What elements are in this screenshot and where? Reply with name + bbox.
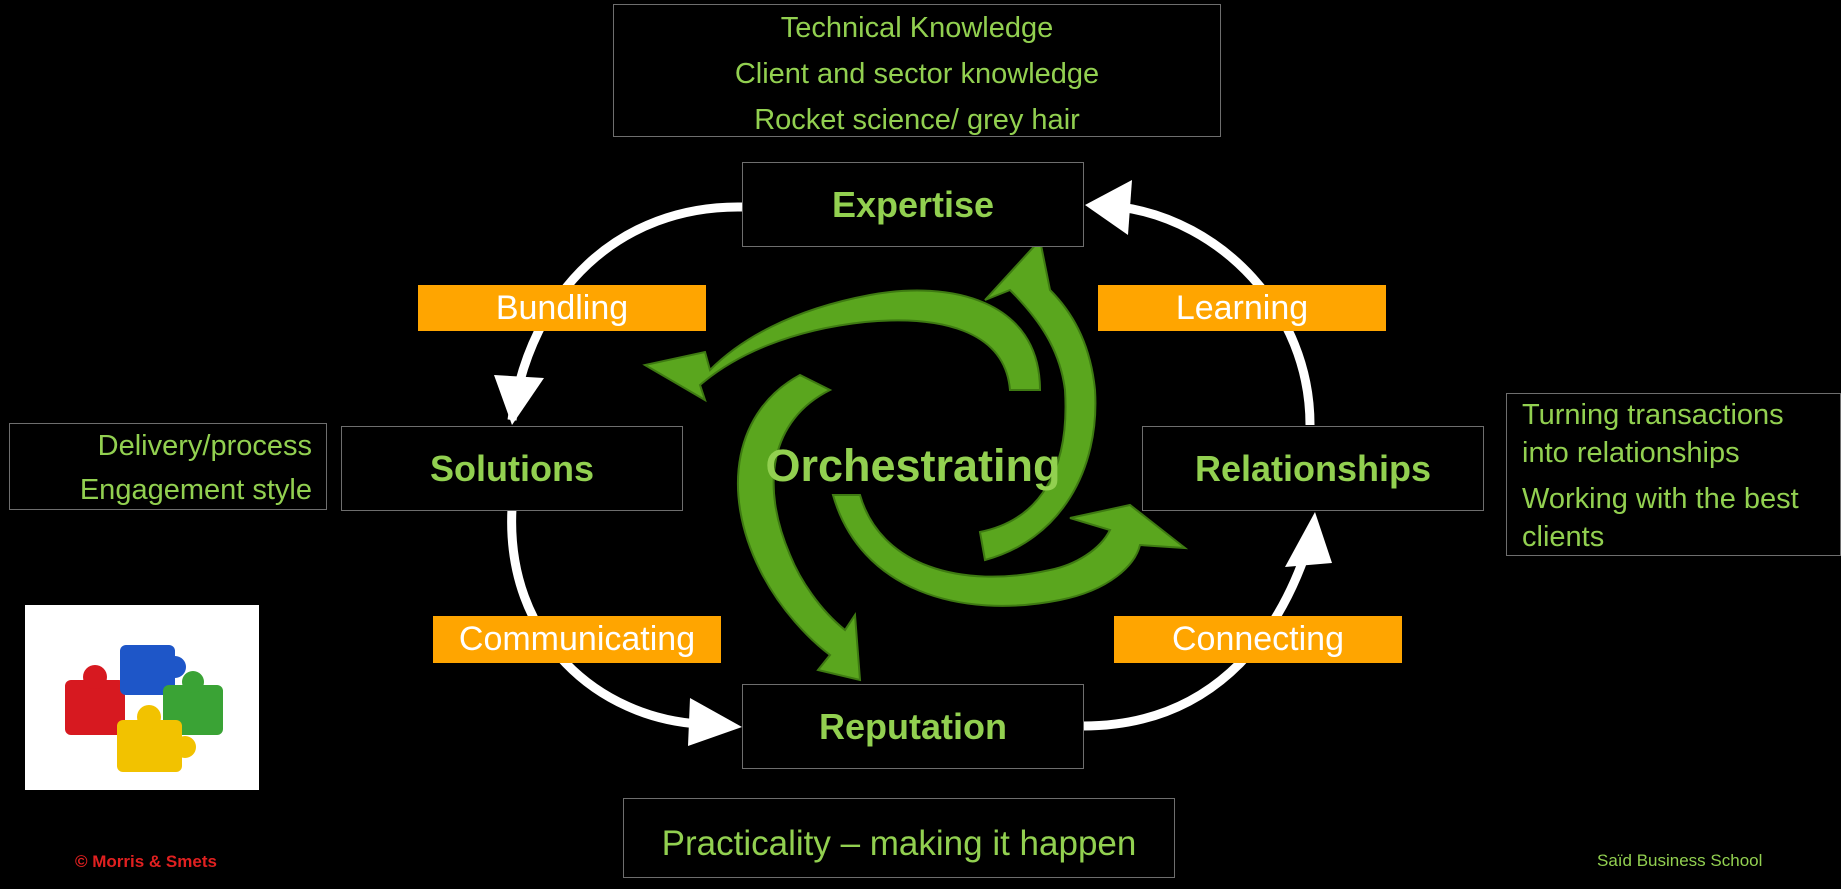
center-label: Orchestrating [765, 440, 1061, 491]
solutions-detail: Engagement style [79, 474, 312, 506]
swirl-arrow-1 [642, 289, 1042, 403]
node-solutions: Solutions [341, 426, 683, 511]
reputation-detail: Practicality – making it happen [661, 824, 1137, 863]
node-relationships: Relationships [1142, 426, 1484, 511]
arrowhead-expertise [1085, 180, 1132, 235]
relationships-detail: Working with the best [1522, 483, 1799, 515]
copyright: © Morris & Smets [75, 852, 217, 871]
arrow-solutions-to-reputation [507, 507, 701, 729]
tag-learning: Learning [1098, 285, 1386, 331]
swirl-arrow-3 [831, 494, 1189, 607]
orchestrating-swirl [642, 237, 1189, 682]
reputation-details-box: Practicality – making it happen [623, 798, 1175, 878]
relationships-details-box: Turning transactions into relationships … [1506, 393, 1841, 556]
relationships-detail: clients [1522, 521, 1605, 553]
solutions-details-box: Delivery/process Engagement style [9, 423, 327, 510]
expertise-details-box: Technical Knowledge Client and sector kn… [613, 4, 1221, 137]
expertise-detail: Technical Knowledge [780, 12, 1054, 44]
node-expertise: Expertise [742, 162, 1084, 247]
arrowhead-reputation [688, 698, 742, 746]
tag-communicating: Communicating [433, 616, 721, 663]
arrow-reputation-to-relationships [1082, 553, 1310, 731]
swirl-arrow-2 [736, 373, 862, 682]
tag-bundling: Bundling [418, 285, 706, 331]
puzzle-icon [65, 645, 223, 772]
arrow-expertise-to-solutions [507, 202, 743, 421]
arrowhead-solutions [494, 375, 544, 425]
relationships-detail: into relationships [1522, 437, 1740, 469]
arrow-relationships-to-expertise [1119, 202, 1315, 426]
swirl-arrow-4 [978, 237, 1097, 562]
school-name: Saïd Business School [1597, 851, 1763, 870]
relationships-detail: Turning transactions [1522, 399, 1784, 431]
expertise-detail: Rocket science/ grey hair [754, 104, 1080, 136]
tag-connecting: Connecting [1114, 616, 1402, 663]
node-reputation: Reputation [742, 684, 1084, 769]
solutions-detail: Delivery/process [97, 430, 312, 462]
expertise-detail: Client and sector knowledge [734, 58, 1100, 90]
arrowhead-relationships [1285, 512, 1332, 567]
puzzle-image [25, 605, 259, 790]
